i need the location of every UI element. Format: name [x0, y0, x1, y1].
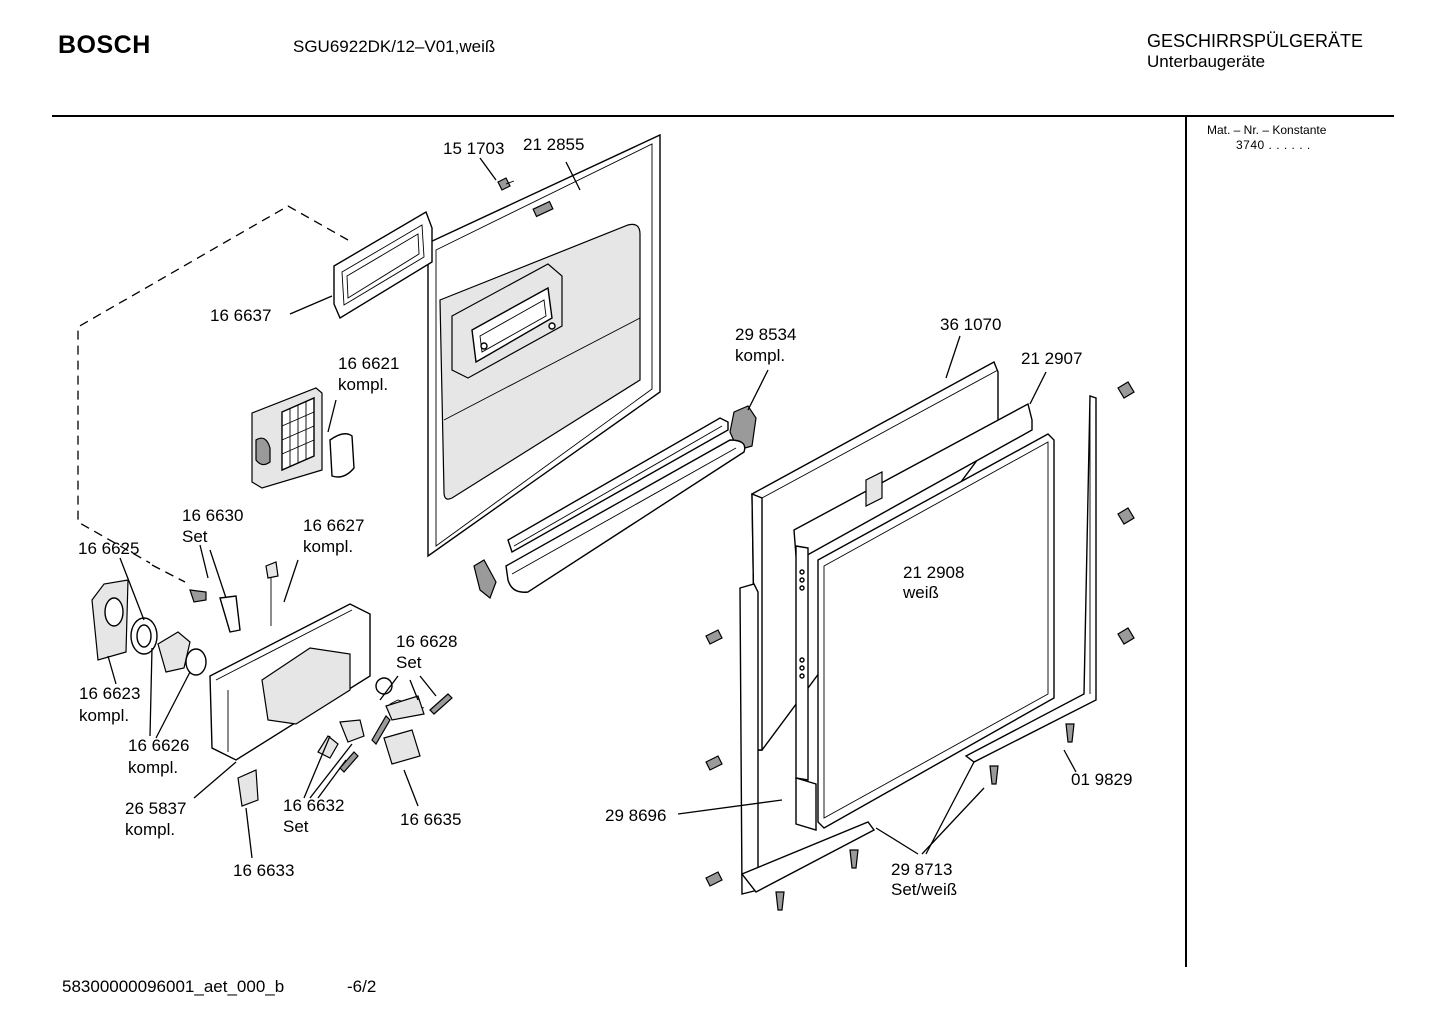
label-166623-sub: kompl. — [79, 706, 129, 725]
label-166633: 16 6633 — [233, 861, 294, 880]
window-frame — [333, 210, 433, 320]
label-212907: 21 2907 — [1021, 349, 1082, 368]
material-number-heading: Mat. – Nr. – Konstante — [1207, 123, 1327, 137]
label-298713: 29 8713 — [891, 860, 952, 879]
door-lock-parts — [91, 561, 279, 676]
label-265837-sub: kompl. — [125, 820, 175, 839]
label-298534-sub: kompl. — [735, 346, 785, 365]
label-166626-sub: kompl. — [128, 758, 178, 777]
label-265837: 26 5837 — [125, 799, 186, 818]
label-212855: 21 2855 — [523, 135, 584, 154]
label-151703: 15 1703 — [443, 139, 504, 158]
display-unit — [251, 387, 355, 489]
label-212908: 21 2908 — [903, 563, 964, 582]
label-166632-sub: Set — [283, 817, 309, 836]
label-166627-sub: kompl. — [303, 537, 353, 556]
springs-and-clips — [237, 693, 453, 807]
label-166625: 16 6625 — [78, 539, 139, 558]
side-trim-set — [739, 395, 1097, 895]
assembly-dash-line — [77, 205, 349, 583]
page-number: -6/2 — [347, 977, 377, 996]
label-166626: 16 6626 — [128, 736, 189, 755]
side-panel-divider — [1185, 117, 1187, 967]
label-298534: 29 8534 — [735, 325, 796, 344]
category-title: GESCHIRRSPÜLGERÄTE — [1147, 31, 1364, 51]
label-166627: 16 6627 — [303, 516, 364, 535]
label-166630: 16 6630 — [182, 506, 243, 525]
front-panel — [817, 433, 1055, 829]
model-number: SGU6922DK/12–V01,weiß — [293, 37, 496, 56]
brand-logo: BOSCH — [58, 31, 151, 59]
label-166623: 16 6623 — [79, 684, 140, 703]
screw-151703 — [497, 177, 515, 191]
inner-door-panel — [427, 133, 661, 558]
label-166628-sub: Set — [396, 653, 422, 672]
category-subtitle: Unterbaugeräte — [1147, 52, 1266, 71]
label-019829: 01 9829 — [1071, 770, 1132, 789]
label-298696: 29 8696 — [605, 806, 666, 825]
label-166621: 16 6621 — [338, 354, 399, 373]
fixing-screws — [705, 381, 1135, 911]
leader-lines — [107, 157, 1077, 859]
part-labels: 15 1703 21 2855 16 6637 16 6621 kompl. 2… — [78, 135, 1132, 899]
label-212908-sub: weiß — [902, 583, 939, 602]
label-361070: 36 1070 — [940, 315, 1001, 334]
door-hinge-set — [473, 405, 757, 599]
label-298713-sub: Set/weiß — [891, 880, 957, 899]
document-code: 58300000096001_aet_000_b — [62, 977, 285, 996]
label-166637: 16 6637 — [210, 306, 271, 325]
label-166628: 16 6628 — [396, 632, 457, 651]
control-housing — [209, 603, 393, 761]
material-number-value: 3740 . . . . . . — [1236, 138, 1311, 152]
label-166630-sub: Set — [182, 527, 208, 546]
header-divider — [52, 115, 1394, 117]
label-166632: 16 6632 — [283, 796, 344, 815]
inner-frame — [793, 402, 1033, 831]
label-166635: 16 6635 — [400, 810, 461, 829]
label-166621-sub: kompl. — [338, 375, 388, 394]
